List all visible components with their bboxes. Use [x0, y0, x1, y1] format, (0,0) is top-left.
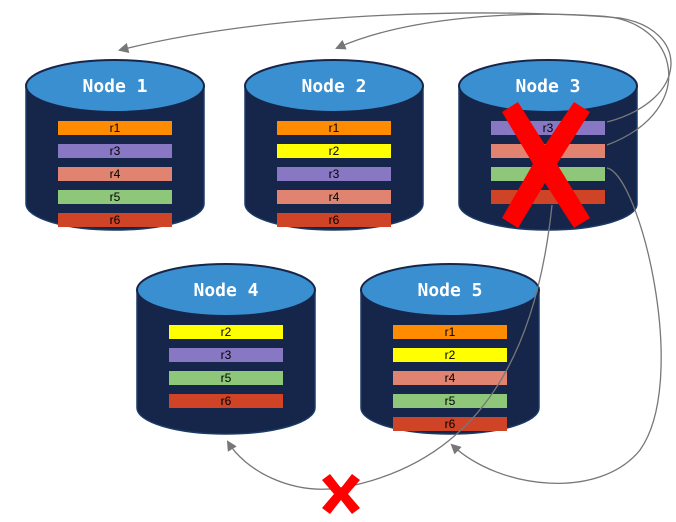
replica-bar — [393, 394, 507, 408]
cylinder-top — [458, 59, 638, 113]
replica-label: r6 — [329, 213, 340, 227]
replica-label: r3 — [110, 144, 121, 158]
node3-failure-x-icon — [502, 102, 590, 228]
replica-bar — [58, 213, 172, 227]
nodes-layer: Node 1 r1 r3 r4 r5 r6 Node 2 r1 r2 r3 r4 r6 Node 3 r3… — [25, 59, 638, 435]
replica-label: r6 — [110, 213, 121, 227]
node-title: Node 2 — [301, 76, 366, 97]
replica-bar — [277, 144, 391, 158]
replica-label: r1 — [329, 121, 340, 135]
replica-bar — [277, 213, 391, 227]
arrow-r5-to-node5 — [450, 167, 662, 484]
node-title: Node 5 — [417, 280, 482, 301]
blocked-transfer-x-icon — [322, 474, 360, 514]
replica-bar — [58, 121, 172, 135]
replica-bar — [169, 348, 283, 362]
replica-bar — [393, 417, 507, 431]
cylinder-top — [244, 59, 424, 113]
replica-label: r2 — [445, 348, 456, 362]
node-cylinder-5: Node 5 r1 r2 r4 r5 r6 — [360, 263, 540, 435]
replica-bar — [169, 371, 283, 385]
replica-label: r2 — [329, 144, 340, 158]
replica-bar — [169, 394, 283, 408]
replica-bar — [277, 121, 391, 135]
replica-label: r5 — [445, 394, 456, 408]
replica-bar — [277, 190, 391, 204]
replica-bar — [393, 325, 507, 339]
arrows-layer — [117, 12, 672, 490]
replica-label: r1 — [110, 121, 121, 135]
replica-label: r3 — [329, 167, 340, 181]
replica-bar — [58, 190, 172, 204]
node-title: Node 4 — [193, 280, 258, 301]
node-title: Node 1 — [82, 76, 147, 97]
replica-bar — [393, 348, 507, 362]
replica-label: r5 — [110, 190, 121, 204]
replica-label: r4 — [110, 167, 121, 181]
replica-label: r3 — [543, 121, 554, 135]
replica-label: r4 — [329, 190, 340, 204]
replica-label: r1 — [445, 325, 456, 339]
node-cylinder-4: Node 4 r2 r3 r5 r6 — [136, 263, 316, 435]
node-cylinder-2: Node 2 r1 r2 r3 r4 r6 — [244, 59, 424, 231]
replica-label: r3 — [221, 348, 232, 362]
cylinder-top — [25, 59, 205, 113]
replica-bar — [169, 325, 283, 339]
replica-label: r6 — [221, 394, 232, 408]
arrow-r6-to-node4 — [226, 204, 553, 490]
replica-bar — [491, 190, 605, 204]
replica-bar — [58, 167, 172, 181]
node-title: Node 3 — [515, 76, 580, 97]
replica-bar — [393, 371, 507, 385]
node-cylinder-1: Node 1 r1 r3 r4 r5 r6 — [25, 59, 205, 231]
replica-label: r4 — [445, 371, 456, 385]
cylinder-top — [136, 263, 316, 317]
replica-label: r5 — [221, 371, 232, 385]
replica-label: r2 — [221, 325, 232, 339]
arrow-r4-to-node2 — [335, 13, 670, 146]
replica-label: r6 — [445, 417, 456, 431]
replica-bar — [277, 167, 391, 181]
cylinder-top — [360, 263, 540, 317]
replica-bar — [58, 144, 172, 158]
